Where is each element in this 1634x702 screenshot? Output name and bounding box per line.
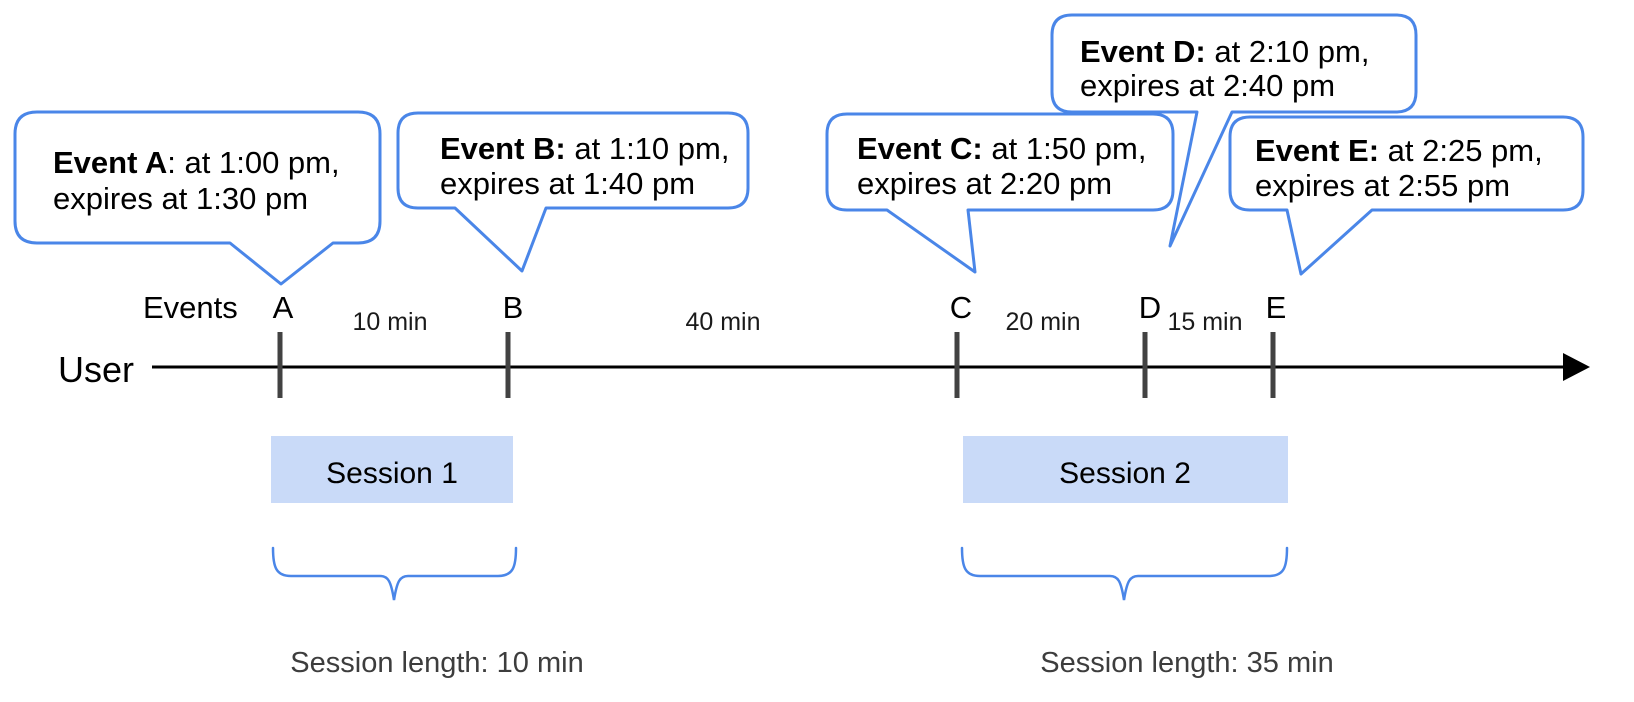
speech-bubble-shape	[1228, 115, 1585, 276]
event-b-title: Event B:	[440, 131, 566, 166]
interval-a-b: 10 min	[352, 308, 427, 336]
speech-bubble-shape	[1050, 13, 1418, 248]
event-c-line1: Event C: at 1:50 pm,	[857, 131, 1146, 166]
events-axis-label: Events	[143, 290, 238, 325]
session-2-brace	[960, 546, 1289, 601]
session-1-length-label: Session length: 10 min	[290, 647, 583, 679]
tick-label-b: B	[503, 290, 524, 325]
event-b-line2: expires at 1:40 pm	[440, 166, 695, 201]
event-b-line1: Event B: at 1:10 pm,	[440, 131, 729, 166]
event-d-line2: expires at 2:40 pm	[1080, 68, 1335, 103]
tick-label-a: A	[273, 290, 294, 325]
event-e-line2: expires at 2:55 pm	[1255, 168, 1510, 203]
session-1-rect	[271, 436, 513, 503]
interval-b-c: 40 min	[685, 308, 760, 336]
session-2-label: Session 2	[1059, 457, 1191, 490]
timeline-arrowhead-icon	[1563, 353, 1590, 381]
event-c-callout: Event C: at 1:50 pm, expires at 2:20 pm	[825, 112, 1175, 274]
event-a-time: : at 1:00 pm,	[167, 145, 339, 180]
event-a-callout: Event A: at 1:00 pm, expires at 1:30 pm	[13, 110, 382, 286]
event-b-time: at 1:10 pm,	[566, 131, 730, 166]
session-1-box: Session 1	[271, 436, 513, 503]
event-e-time: at 2:25 pm,	[1379, 133, 1543, 168]
speech-bubble-shape	[396, 111, 750, 273]
tick-label-c: C	[950, 290, 972, 325]
user-axis-label: User	[58, 349, 134, 390]
event-e-title: Event E:	[1255, 133, 1379, 168]
event-e-line1: Event E: at 2:25 pm,	[1255, 133, 1543, 168]
event-a-title: Event A	[53, 145, 167, 180]
event-d-time: at 2:10 pm,	[1206, 34, 1370, 69]
session-1-label: Session 1	[326, 457, 458, 490]
interval-c-d: 20 min	[1005, 308, 1080, 336]
interval-d-e: 15 min	[1167, 308, 1242, 336]
session-2-rect	[963, 436, 1288, 503]
session-1-brace	[271, 546, 518, 601]
event-c-line2: expires at 2:20 pm	[857, 166, 1112, 201]
event-c-title: Event C:	[857, 131, 983, 166]
event-b-callout: Event B: at 1:10 pm, expires at 1:40 pm	[396, 111, 750, 273]
event-a-line1: Event A: at 1:00 pm,	[53, 145, 340, 180]
speech-bubble-shape	[13, 110, 382, 286]
event-c-time: at 1:50 pm,	[983, 131, 1147, 166]
event-d-line1: Event D: at 2:10 pm,	[1080, 34, 1369, 69]
session-2-box: Session 2	[963, 436, 1288, 503]
speech-bubble-shape	[825, 112, 1175, 274]
tick-label-d: D	[1139, 290, 1161, 325]
session-2-length-label: Session length: 35 min	[1040, 647, 1333, 679]
event-d-callout: Event D: at 2:10 pm, expires at 2:40 pm	[1050, 13, 1418, 248]
event-e-callout: Event E: at 2:25 pm, expires at 2:55 pm	[1228, 115, 1585, 276]
event-a-line2: expires at 1:30 pm	[53, 181, 308, 216]
tick-label-e: E	[1266, 290, 1287, 325]
event-d-title: Event D:	[1080, 34, 1206, 69]
